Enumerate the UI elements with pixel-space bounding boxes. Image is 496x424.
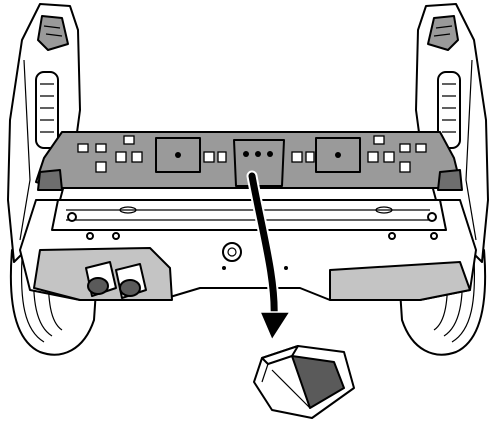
removed-cover-part [253, 345, 355, 419]
left-tail-light [35, 71, 59, 149]
right-body-side [415, 3, 489, 263]
tow-hook-cover [222, 242, 242, 262]
bumper-bracket [35, 131, 463, 191]
arrow-head [259, 311, 291, 341]
rear-crossmember [51, 199, 447, 240]
bracket-centre-plate [233, 139, 285, 187]
exhaust-pipes [85, 261, 147, 299]
removal-arrow [246, 170, 291, 341]
